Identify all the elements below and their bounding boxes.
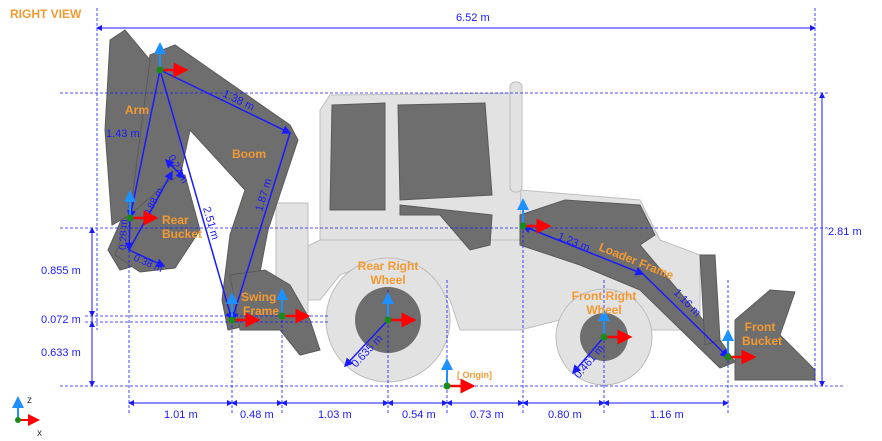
frame-gizmos (124, 42, 757, 394)
bottom-dim-4: 0.54 m (402, 409, 436, 421)
frame-origin-dot (600, 333, 608, 341)
label-front-bucket-1: Front (745, 320, 776, 334)
label-arm: Arm (125, 103, 149, 117)
bottom-dimensions: 1.01 m 0.48 m 1.03 m 0.54 m 0.73 m 0.80 … (128, 400, 729, 421)
frame-origin-dot (156, 66, 164, 74)
left-dim-3: 0.633 m (41, 347, 81, 359)
label-rear-bucket-1: Rear (162, 213, 189, 227)
overall-length-dim: 6.52 m (456, 12, 490, 24)
label-rear-bucket-2: Bucket (162, 227, 202, 241)
frame-origin-dot (278, 312, 286, 320)
label-front-wheel-1: Front Right (572, 289, 637, 303)
bottom-dim-7: 1.16 m (650, 409, 684, 421)
dim-boom-diagonal: 2.51 m (200, 206, 221, 242)
frame-origin-dot (228, 316, 236, 324)
bottom-dim-1: 1.01 m (164, 409, 198, 421)
label-swing-frame-1: Swing (241, 290, 276, 304)
frame-origin-dot (126, 214, 134, 222)
frame-origin-dot (519, 222, 527, 230)
label-front-bucket-2: Bucket (742, 334, 782, 348)
bottom-dim-3: 1.03 m (318, 409, 352, 421)
left-dim-2: 0.072 m (41, 314, 81, 326)
label-origin: [ Origin] (457, 370, 492, 380)
bottom-dim-5: 0.73 m (470, 409, 504, 421)
x-axis-label: x (37, 428, 42, 439)
frame-origin-dot (443, 382, 451, 390)
bottom-dim-2: 0.48 m (240, 409, 274, 421)
z-axis-label: z (27, 395, 32, 406)
view-title: RIGHT VIEW (10, 7, 82, 21)
origin-dot (15, 417, 21, 423)
dim-bucket-c: 0.28 m (118, 219, 130, 250)
dim-arm: 1.43 m (106, 128, 140, 140)
label-rear-wheel-1: Rear Right (358, 259, 419, 273)
frame-origin-dot (384, 316, 392, 324)
bottom-dim-6: 0.80 m (548, 409, 582, 421)
left-dim-1: 0.855 m (41, 265, 81, 277)
label-front-wheel-2: Wheel (586, 303, 621, 317)
label-boom: Boom (232, 147, 266, 161)
axis-legend: z x (12, 395, 42, 439)
frame-origin-dot (724, 353, 732, 361)
label-swing-frame-2: Frame (243, 304, 279, 318)
label-rear-wheel-2: Wheel (370, 273, 405, 287)
overall-height-dim: 2.81 m (828, 226, 862, 238)
